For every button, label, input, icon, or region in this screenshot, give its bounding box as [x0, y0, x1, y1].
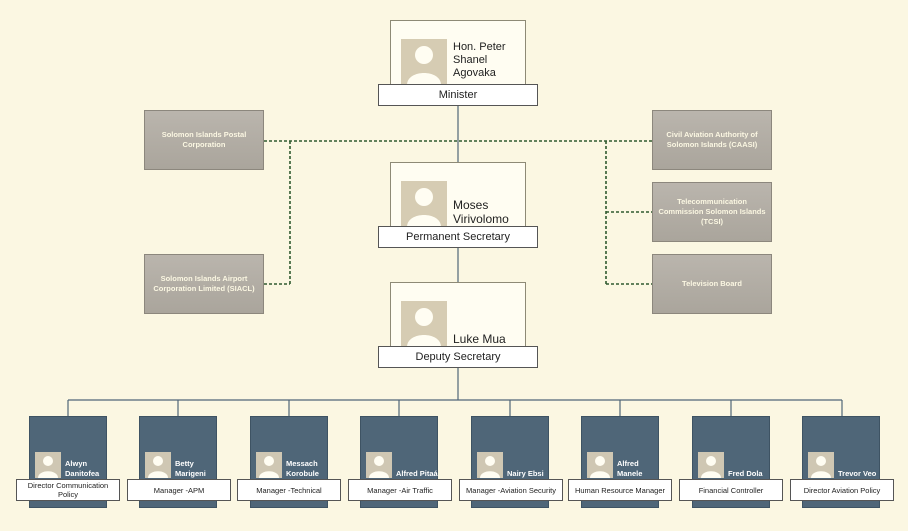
- staff-name: Messach Korobule: [286, 459, 319, 478]
- staff-name: Alfred Pitaá: [396, 469, 438, 478]
- staff-name: Nairy Ebsi: [507, 469, 544, 478]
- person-placeholder-icon: [366, 452, 392, 478]
- staff-name: Alwyn Danitofea: [65, 459, 100, 478]
- person-placeholder-icon: [401, 181, 447, 227]
- minister-title: Minister: [378, 84, 538, 106]
- permanent-secretary-card: Moses Virivolomo: [390, 162, 526, 248]
- staff-title: Manager -Air Traffic: [348, 479, 452, 501]
- staff-title: Manager -Technical: [237, 479, 341, 501]
- staff-title: Manager -Aviation Security: [459, 479, 563, 501]
- staff-title: Director Communication Policy: [16, 479, 120, 501]
- agency-television-board: Television Board: [652, 254, 772, 314]
- staff-name: Betty Marigeni: [175, 459, 206, 478]
- staff-title: Director Aviation Policy: [790, 479, 894, 501]
- person-placeholder-icon: [477, 452, 503, 478]
- permanent-secretary-name: Moses Virivolomo: [453, 198, 509, 226]
- deputy-secretary-name: Luke Mua: [453, 332, 506, 346]
- permanent-secretary-title: Permanent Secretary: [378, 226, 538, 248]
- agency-caasi: Civil Aviation Authority of Solomon Isla…: [652, 110, 772, 170]
- staff-title: Human Resource Manager: [568, 479, 672, 501]
- person-placeholder-icon: [256, 452, 282, 478]
- person-placeholder-icon: [808, 452, 834, 478]
- person-placeholder-icon: [587, 452, 613, 478]
- person-placeholder-icon: [698, 452, 724, 478]
- minister-name: Hon. Peter Shanel Agovaka: [453, 41, 506, 79]
- person-placeholder-icon: [35, 452, 61, 478]
- staff-name: Fred Dola: [728, 469, 763, 478]
- agency-siacl: Solomon Islands Airport Corporation Limi…: [144, 254, 264, 314]
- staff-name: Trevor Veo: [838, 469, 877, 478]
- staff-title: Financial Controller: [679, 479, 783, 501]
- deputy-secretary-title: Deputy Secretary: [378, 346, 538, 368]
- agency-tcsi: Telecommunication Commission Solomon Isl…: [652, 182, 772, 242]
- agency-postal-corporation: Solomon Islands Postal Corporation: [144, 110, 264, 170]
- staff-name: Alfred Manele: [617, 459, 643, 478]
- person-placeholder-icon: [401, 39, 447, 85]
- person-placeholder-icon: [401, 301, 447, 347]
- staff-title: Manager -APM: [127, 479, 231, 501]
- person-placeholder-icon: [145, 452, 171, 478]
